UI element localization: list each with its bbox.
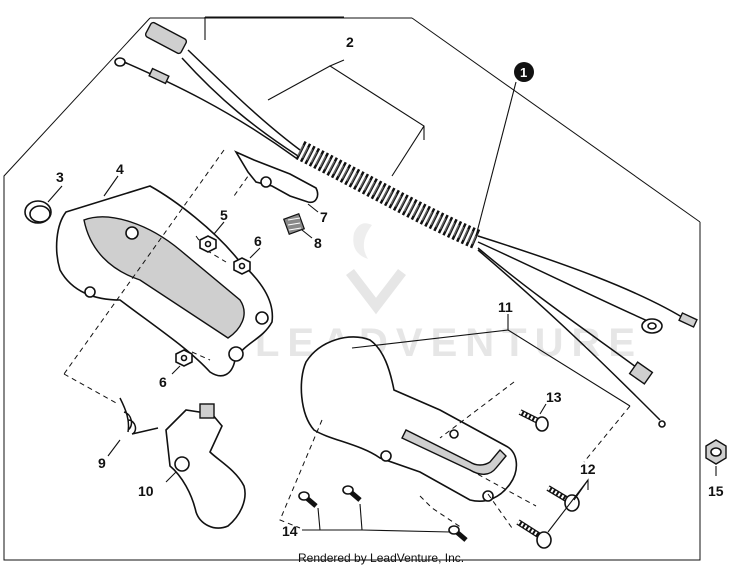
leader-lines-top [204,16,517,237]
callout-5: 5 [220,207,228,223]
callout-14: 14 [282,523,298,539]
callout-13: 13 [546,389,562,405]
callout-9: 9 [98,455,106,471]
screw-14a [298,491,318,508]
nut-15 [705,439,727,476]
footer-credit: Rendered by LeadVenture, Inc. [298,551,464,565]
handle-housing-right [300,314,631,502]
dashed-guides-right [279,381,631,529]
screw-12a [546,485,580,512]
callout-2: 2 [346,34,354,50]
callout-3: 3 [56,169,64,185]
callout-15: 15 [708,483,724,499]
assembly-frame [3,17,701,561]
leader-14 [302,503,451,533]
callout-12: 12 [580,461,596,477]
spring-9 [107,397,159,457]
trigger [234,150,319,213]
callout-1: 1 [520,65,527,80]
screw-13 [518,403,549,432]
nut-5 [199,221,225,253]
nut-6b [171,349,193,375]
cable-harness [114,21,698,428]
handle-housing-left [55,175,274,377]
throttle-lever [165,403,246,529]
callout-6b: 6 [159,374,167,390]
screw-12b [516,478,589,549]
plug-part [24,185,63,224]
screw-14b [342,485,362,502]
callout-6a: 6 [254,233,262,249]
dashed-guides-left [63,149,259,405]
callout-11: 11 [498,299,513,315]
wire-connector [144,21,188,55]
callout-1-badge [514,62,534,82]
callout-8: 8 [314,235,322,251]
callout-10: 10 [138,483,154,499]
callout-4: 4 [116,161,124,177]
nut-6a [233,247,261,275]
callouts: 1 2 3 4 5 6 6 7 8 9 10 11 12 13 14 15 [56,34,724,539]
callout-7: 7 [320,209,328,225]
screw-14c [448,525,468,542]
spring-8 [282,212,313,239]
